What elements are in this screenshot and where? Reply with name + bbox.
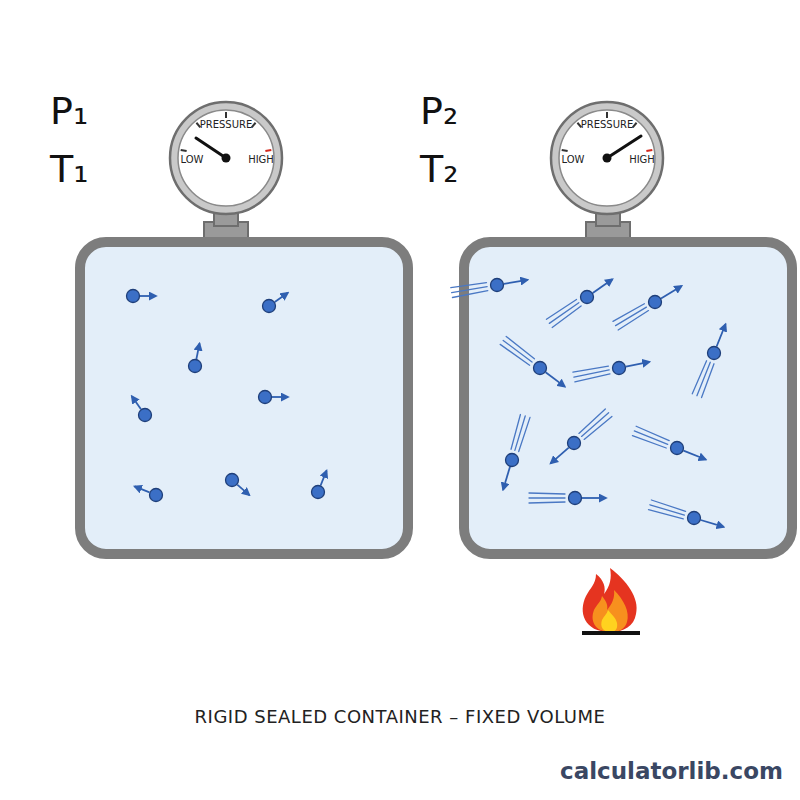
temperature-symbol: T₁ xyxy=(50,150,88,188)
pressure-symbol: P₁ xyxy=(50,92,88,130)
gauge-low: LOW xyxy=(562,155,585,165)
flame xyxy=(582,568,640,635)
gauge-high: HIGH xyxy=(629,155,655,165)
container-cold xyxy=(80,242,408,554)
pressure-gauge: PRESSURE LOW HIGH xyxy=(168,100,284,216)
molecules xyxy=(127,279,726,527)
caption: RIGID SEALED CONTAINER – FIXED VOLUME xyxy=(195,708,606,726)
gauge-title: PRESSURE xyxy=(200,120,253,130)
gauge-high: HIGH xyxy=(248,155,274,165)
gauge-title: PRESSURE xyxy=(581,120,634,130)
pressure-gauge: PRESSURE LOW HIGH xyxy=(549,100,665,216)
watermark: calculatorlib.com xyxy=(560,760,783,783)
temperature-symbol: T₂ xyxy=(420,150,458,188)
pressure-symbol: P₂ xyxy=(420,92,458,130)
container-hot xyxy=(464,242,792,554)
gauge-low: LOW xyxy=(181,155,204,165)
